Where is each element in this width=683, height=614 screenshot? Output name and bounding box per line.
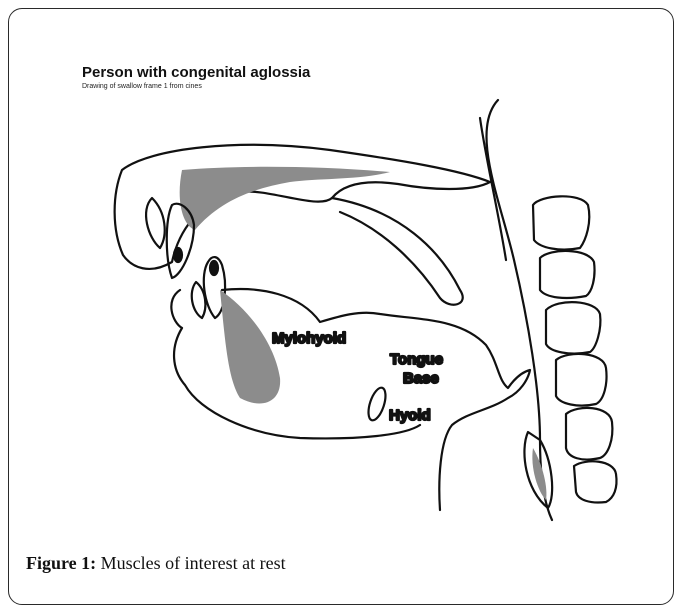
caption-label: Figure 1: [26, 553, 96, 573]
soft-palate [332, 198, 463, 305]
pharyngeal-wall-inner [480, 118, 506, 260]
label-mylohyoid: Mylohyoid [272, 330, 346, 347]
vertebra-2 [540, 251, 595, 298]
hyoid-bone [365, 386, 389, 423]
vertebra-1 [533, 196, 589, 249]
vertebra-6 [574, 461, 617, 502]
upper-tooth [167, 204, 194, 278]
caption-text: Muscles of interest at rest [101, 553, 286, 573]
tooth-pulp [174, 248, 182, 262]
figure-caption: Figure 1: Muscles of interest at rest [26, 553, 286, 574]
pharyngeal-wall [486, 100, 552, 520]
lower-tooth-pulp [210, 261, 218, 275]
vertebra-5 [566, 408, 612, 460]
lower-lip-chin [171, 290, 420, 438]
vertebra-3 [546, 302, 600, 353]
label-hyoid: Hyoid [389, 407, 431, 424]
vertebra-4 [556, 354, 607, 406]
label-tongue: Tongue [390, 351, 443, 368]
upper-incisor [146, 198, 165, 248]
label-base: Base [403, 370, 439, 387]
